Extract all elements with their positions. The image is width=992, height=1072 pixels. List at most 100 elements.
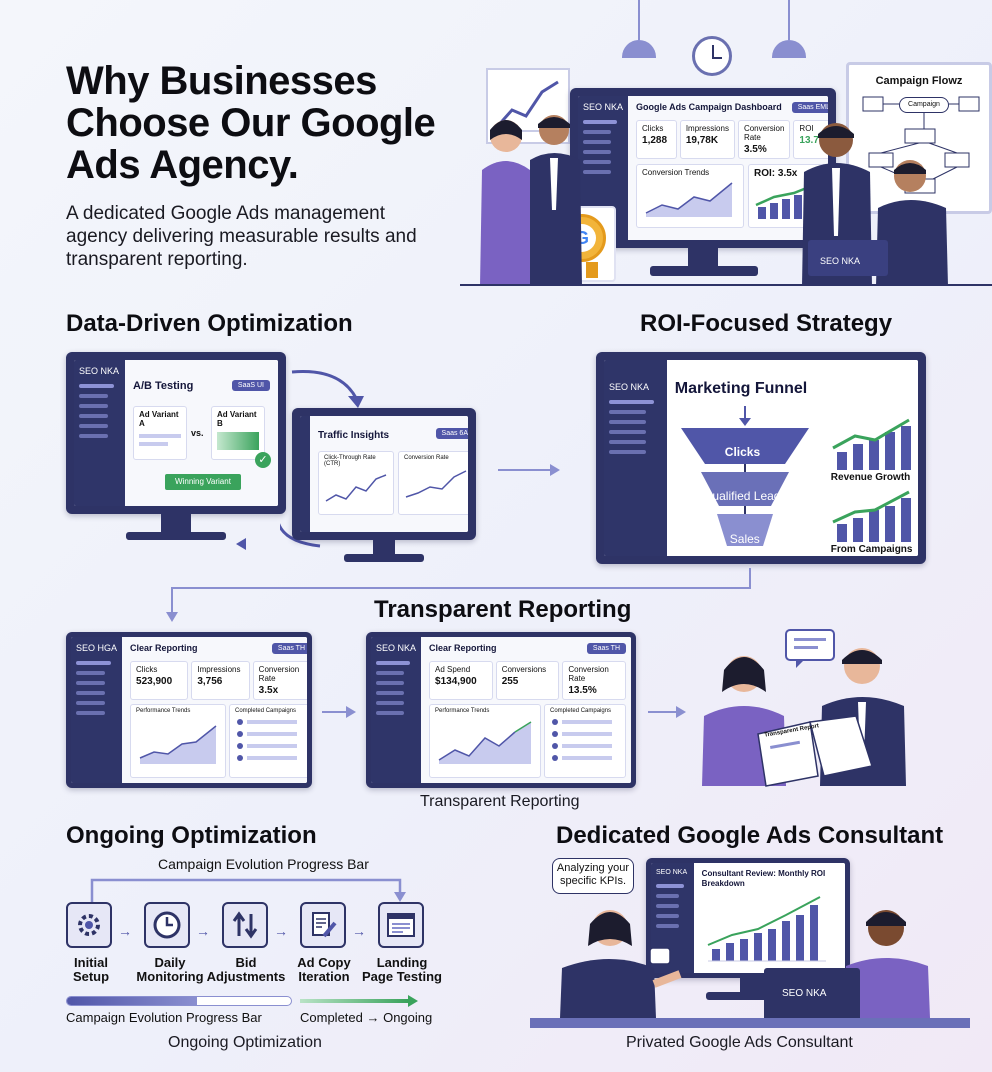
- check-icon: ✓: [255, 452, 271, 468]
- marketing-funnel-graphic: [680, 406, 809, 546]
- clear-reporting-title: Clear Reporting: [429, 643, 497, 653]
- ongoing-caption: Ongoing Optimization: [168, 1034, 322, 1051]
- dashboard-chip[interactable]: Saas EML: [791, 102, 828, 113]
- saas-chip[interactable]: Saas TH: [271, 643, 307, 654]
- consultant-caption: Privated Google Ads Consultant: [626, 1034, 853, 1051]
- reporting-title: Transparent Reporting: [374, 596, 632, 623]
- lamp-icon: [622, 40, 656, 58]
- clock-icon: [144, 902, 190, 948]
- flow-box: Campaign: [899, 97, 949, 113]
- reporting-caption: Transparent Reporting: [420, 793, 580, 810]
- performance-trends-card: Performance Trends: [130, 704, 227, 778]
- document-pencil-icon: [300, 902, 346, 948]
- dashboard-title: Google Ads Campaign Dashboard: [636, 102, 782, 112]
- saas-chip[interactable]: Saas TH: [586, 643, 627, 654]
- ongoing-title: Ongoing Optimization: [66, 822, 317, 849]
- reporting-meeting-illustration: [702, 629, 906, 787]
- step-initial-setup: [66, 902, 112, 948]
- consultant-meeting-illustration: [530, 910, 970, 1028]
- brand-label: SEO NKA: [376, 643, 417, 653]
- brand-label: SEO HGA: [76, 643, 118, 653]
- conversion-trends-card: Conversion Trends: [636, 164, 745, 228]
- chart-label: Conversion Trends: [642, 168, 710, 177]
- performance-trends-card: Performance Trends: [429, 704, 542, 778]
- hero-illustration: Campaign Flowz Campaign SEO NKA Google A…: [460, 0, 992, 290]
- trend-chart-graphic: [139, 725, 217, 764]
- ctr-card: Click-Through Rate (CTR): [318, 451, 394, 515]
- arrow-right-line: [322, 711, 346, 713]
- roi-monitor: SEO NKA Marketing Funnel Clicks Qualifie…: [596, 352, 926, 564]
- arrow-right-icon: →: [196, 923, 210, 939]
- ctr-line-graphic: [325, 474, 387, 502]
- arrow-right-icon: →: [118, 923, 132, 939]
- optimization-steps: Initial Setup → Daily Monitoring → Bid A…: [64, 902, 444, 992]
- consultant-title: Dedicated Google Ads Consultant: [556, 822, 944, 849]
- flow-board-title: Campaign Flowz: [875, 75, 963, 87]
- page-subtitle: A dedicated Google Ads management agency…: [66, 203, 417, 270]
- gear-icon: [66, 902, 112, 948]
- step-ad-copy-iteration: [300, 902, 346, 948]
- monitor-base: [650, 266, 758, 276]
- campaign-list-graphic: [237, 719, 298, 761]
- conversion-line-graphic: [405, 470, 467, 498]
- roi-strategy-title: ROI-Focused Strategy: [640, 310, 893, 337]
- completed-campaigns-card: Completed Campaigns: [229, 704, 307, 778]
- campaign-flow-board: Campaign Flowz Campaign: [846, 62, 992, 214]
- roi-label: ROI: 3.5x: [754, 168, 798, 179]
- traffic-insights-monitor: Traffic Insights Saas 6A Click-Through R…: [292, 408, 476, 562]
- ad-variant-b-card: Ad Variant B: [211, 406, 265, 460]
- winning-variant-button[interactable]: Winning Variant: [165, 474, 241, 490]
- saas-chip[interactable]: Saas 6A: [435, 428, 468, 439]
- traffic-insights-title: Traffic Insights: [318, 430, 390, 441]
- arrow-right-line: [648, 711, 676, 713]
- arrow-right-icon: →: [274, 923, 288, 939]
- ab-testing-monitor: SEO NKA A/B Testing SaaS UI Ad Variant A…: [66, 352, 286, 540]
- page-title: Why Businesses Choose Our Google Ads Age…: [66, 59, 436, 187]
- trend-chart-graphic: [438, 721, 532, 764]
- brand-label: SEO NKA: [583, 102, 624, 112]
- updown-arrows-icon: [222, 902, 268, 948]
- lamp-cord: [788, 0, 790, 40]
- arrow-left-icon: [236, 538, 246, 550]
- step-daily-monitoring: [144, 902, 190, 948]
- laptop-label: SEO NKA: [782, 988, 827, 999]
- monitor-neck: [688, 248, 718, 268]
- ad-variant-a-card: Ad Variant A: [133, 406, 187, 460]
- roi-breakdown-chart: [707, 896, 826, 962]
- completed-campaigns-card: Completed Campaigns: [544, 704, 627, 778]
- webpage-icon: [378, 902, 424, 948]
- funnel-stage-leads: Qualified Leads: [703, 489, 787, 503]
- brand-label: SEO NKA: [656, 869, 688, 876]
- clock-icon: [692, 36, 732, 76]
- progress-bar: [66, 996, 292, 1006]
- laptop-label: SEO NKA: [820, 256, 861, 266]
- step-bid-adjustments: [222, 902, 268, 948]
- arrow-right-icon: [408, 995, 418, 1007]
- review-title: Consultant Review: Monthly ROI Breakdown: [701, 869, 826, 888]
- vs-label: vs.: [191, 428, 204, 438]
- ongoing-arrow-line: [300, 999, 408, 1003]
- team-people-right: [802, 123, 948, 286]
- saas-chip[interactable]: SaaS UI: [231, 380, 270, 391]
- step-label-landing-page-testing: Landing Page Testing: [362, 955, 442, 984]
- team-people-left: [480, 115, 582, 286]
- arrow-right-icon: →: [352, 923, 366, 939]
- revenue-growth-label: Revenue Growth: [830, 472, 911, 483]
- step-label-daily-monitoring: Daily Monitoring: [136, 955, 204, 984]
- section-connector: [166, 568, 751, 622]
- step-label-ad-copy-iteration: Ad Copy Iteration: [297, 955, 351, 984]
- revenue-growth-chart: [832, 418, 911, 470]
- brand-label: SEO NKA: [79, 366, 120, 376]
- wall-chart-graphic: [494, 80, 559, 132]
- ab-testing-title: A/B Testing: [133, 380, 194, 392]
- step-label-initial-setup: Initial Setup: [72, 955, 110, 984]
- reporting-screen-2: SEO NKA Clear Reporting Saas TH Ad Spend…: [366, 632, 636, 788]
- arrow-right-icon: [550, 464, 560, 476]
- progress-label: Campaign Evolution Progress Bar: [66, 1010, 262, 1025]
- brand-label: SEO NKA: [609, 382, 650, 392]
